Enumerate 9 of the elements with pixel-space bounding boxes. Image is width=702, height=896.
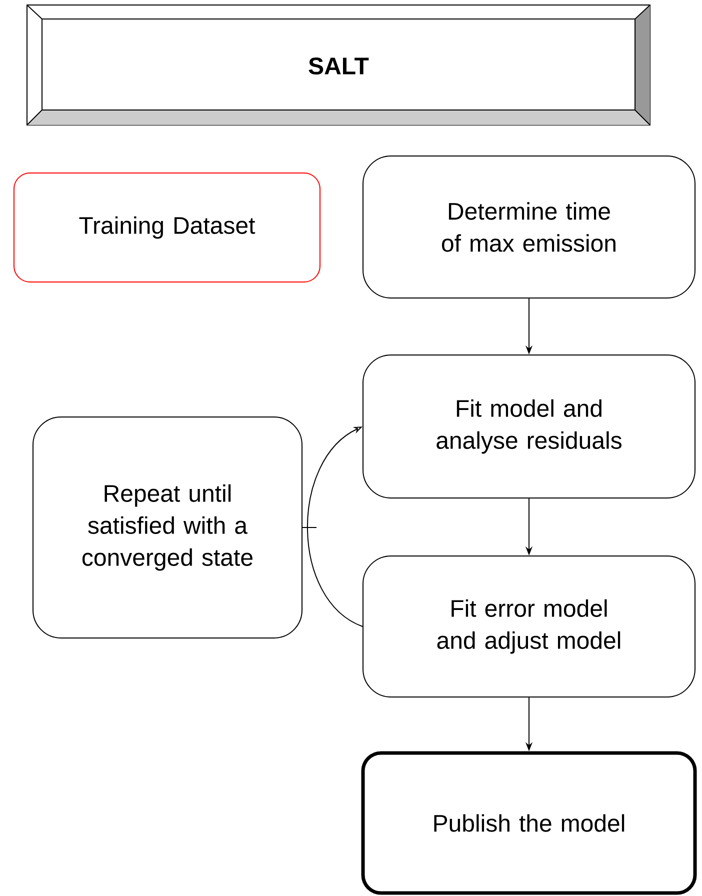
leader-line [302,527,317,528]
process-box: Repeat until satisfied with a converged state [32,416,302,638]
data-box: Training Dataset [14,172,320,282]
loop-arrow [306,426,363,627]
output-box: Publish the model [361,751,697,895]
process-box: Determine time of max emission [362,156,696,298]
process-box: Fit error model and adjust model [362,556,696,698]
process-box: Fit model and analyse residuals [362,354,696,498]
title-banner: SALT [26,4,650,126]
